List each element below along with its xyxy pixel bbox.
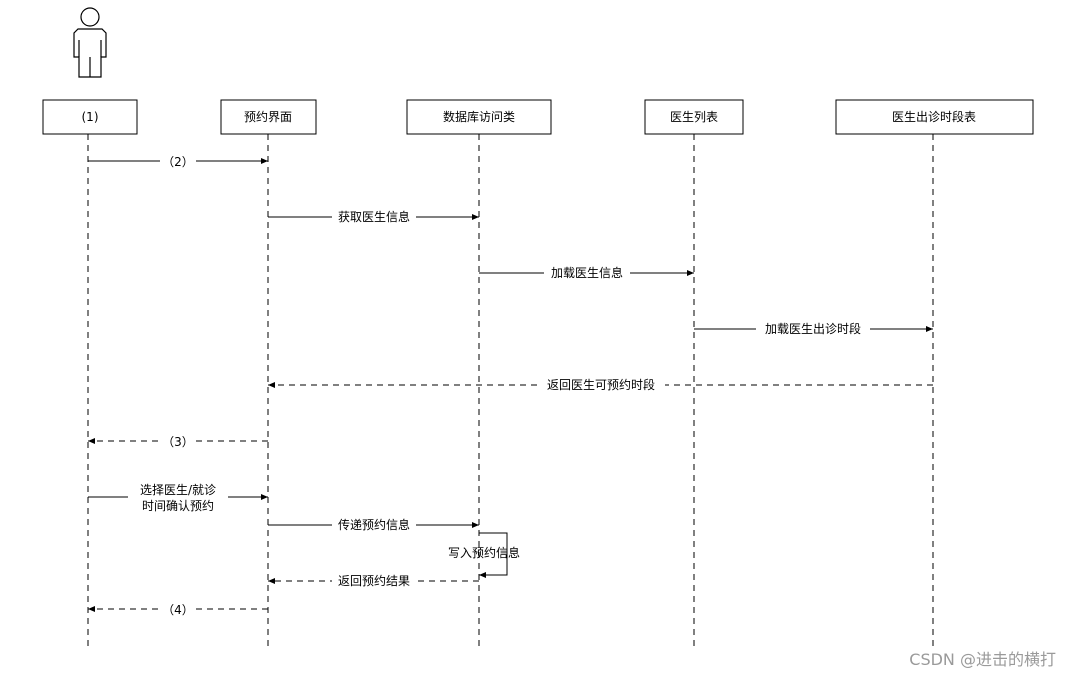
actor-icon xyxy=(73,7,107,78)
participant-list-label: 医生列表 xyxy=(670,110,718,124)
message-4-label: （4） xyxy=(162,603,194,617)
message-return-result-label: 返回预约结果 xyxy=(338,573,410,588)
message-load-doctor-info: 加载医生信息 xyxy=(479,265,694,281)
message-2: （2） xyxy=(88,153,268,169)
message-get-doctor-info-label: 获取医生信息 xyxy=(338,209,410,224)
message-select-doctor-line2: 时间确认预约 xyxy=(142,498,214,513)
participant-schedule: 医生出诊时段表 xyxy=(835,99,1034,135)
message-select-doctor-line1: 选择医生/就诊 xyxy=(140,483,216,497)
message-write-booking-label: 写入预约信息 xyxy=(448,545,520,560)
message-2-label: （2） xyxy=(162,155,194,169)
message-select-doctor: 选择医生/就诊 时间确认预约 xyxy=(88,481,268,515)
participant-db-label: 数据库访问类 xyxy=(443,109,515,124)
participant-ui: 预约界面 xyxy=(220,99,317,135)
message-return-slots: 返回医生可预约时段 xyxy=(268,377,933,393)
message-4: （4） xyxy=(88,601,268,617)
participant-list: 医生列表 xyxy=(644,99,744,135)
message-pass-booking: 传递预约信息 xyxy=(268,517,479,533)
participant-ui-label: 预约界面 xyxy=(244,109,292,124)
message-load-doctor-info-label: 加载医生信息 xyxy=(551,265,623,280)
message-get-doctor-info: 获取医生信息 xyxy=(268,209,479,225)
watermark-text: CSDN @进击的横打 xyxy=(909,650,1056,669)
message-3: （3） xyxy=(88,433,268,449)
participant-actor: (1) xyxy=(42,99,138,135)
message-return-slots-label: 返回医生可预约时段 xyxy=(547,377,655,392)
message-pass-booking-label: 传递预约信息 xyxy=(338,517,410,532)
message-load-schedule-label: 加载医生出诊时段 xyxy=(765,321,861,336)
message-load-schedule: 加载医生出诊时段 xyxy=(694,321,933,337)
participant-actor-label: (1) xyxy=(82,110,99,124)
participant-db: 数据库访问类 xyxy=(406,99,552,135)
participant-schedule-label: 医生出诊时段表 xyxy=(892,109,976,124)
message-return-result: 返回预约结果 xyxy=(268,573,479,589)
message-3-label: （3） xyxy=(162,435,194,449)
message-write-booking: 写入预约信息 xyxy=(448,532,520,578)
